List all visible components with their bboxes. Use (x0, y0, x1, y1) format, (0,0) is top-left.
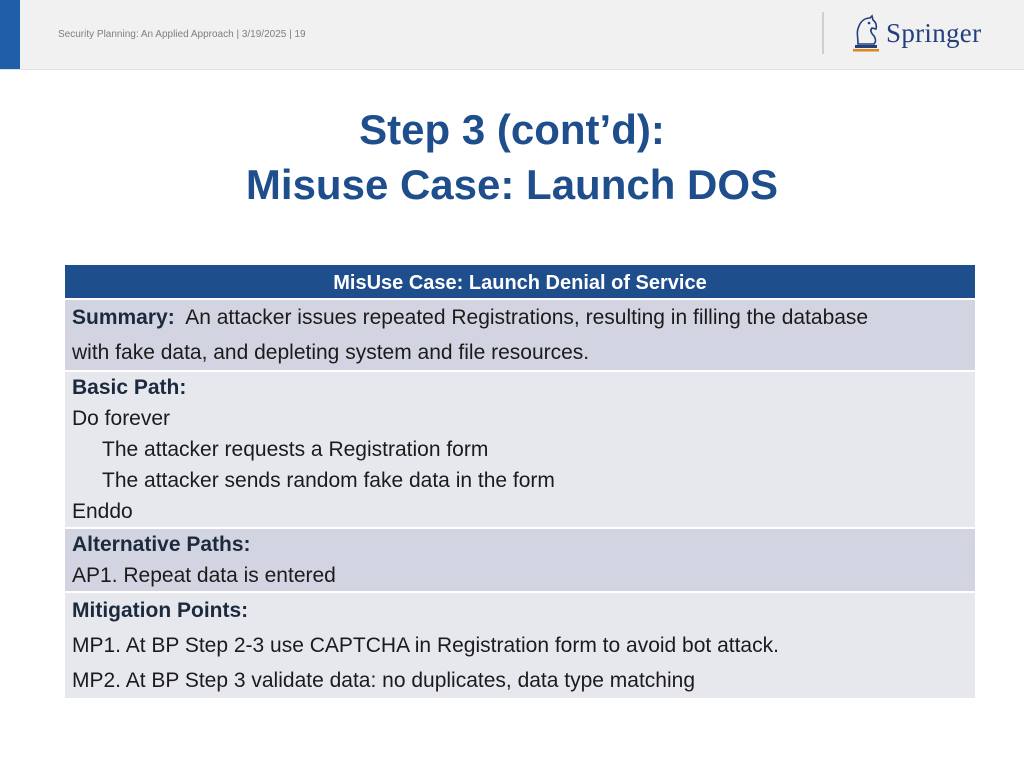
mitigation-points-label: Mitigation Points: (72, 599, 249, 622)
springer-wordmark: Springer (886, 17, 982, 48)
alternative-paths-label: Alternative Paths: (72, 533, 251, 556)
summary-row: Summary: An attacker issues repeated Reg… (65, 298, 975, 370)
basic-path-line: The attacker requests a Registration for… (102, 438, 489, 461)
mitigation-point-line: MP1. At BP Step 2-3 use CAPTCHA in Regis… (72, 634, 779, 657)
mitigation-point-line: MP2. At BP Step 3 validate data: no dupl… (72, 669, 696, 692)
basic-path-line: Do forever (72, 407, 171, 430)
summary-text-2: with fake data, and depleting system and… (72, 341, 590, 364)
springer-knight-icon (853, 14, 879, 52)
slide-footer-text: Security Planning: An Applied Approach |… (58, 29, 306, 40)
mitigation-points-row: Mitigation Points: MP1. At BP Step 2-3 u… (65, 591, 975, 698)
springer-logo: Springer (852, 14, 981, 52)
basic-path-line: Enddo (72, 500, 133, 523)
alternative-path-line: AP1. Repeat data is entered (72, 564, 336, 587)
summary-text-1: An attacker issues repeated Registration… (185, 306, 869, 329)
summary-label: Summary: (72, 306, 175, 329)
basic-path-label: Basic Path: (72, 376, 187, 399)
slide-header: Security Planning: An Applied Approach |… (0, 0, 1024, 70)
basic-path-row: Basic Path: Do forever The attacker requ… (65, 370, 975, 527)
basic-path-line: The attacker sends random fake data in t… (102, 469, 555, 492)
alternative-paths-row: Alternative Paths: AP1. Repeat data is e… (65, 527, 975, 591)
title-line-2: Misuse Case: Launch DOS (245, 161, 779, 208)
table-header: MisUse Case: Launch Denial of Service (65, 265, 975, 298)
title-line-1: Step 3 (cont’d): (359, 106, 665, 153)
misuse-case-table: MisUse Case: Launch Denial of Service Su… (65, 265, 975, 698)
logo-divider (822, 12, 824, 54)
accent-bar (0, 0, 20, 69)
summary-line-1: Summary: An attacker issues repeated Reg… (72, 300, 968, 335)
slide-title: Step 3 (cont’d): Misuse Case: Launch DOS (0, 102, 1024, 212)
